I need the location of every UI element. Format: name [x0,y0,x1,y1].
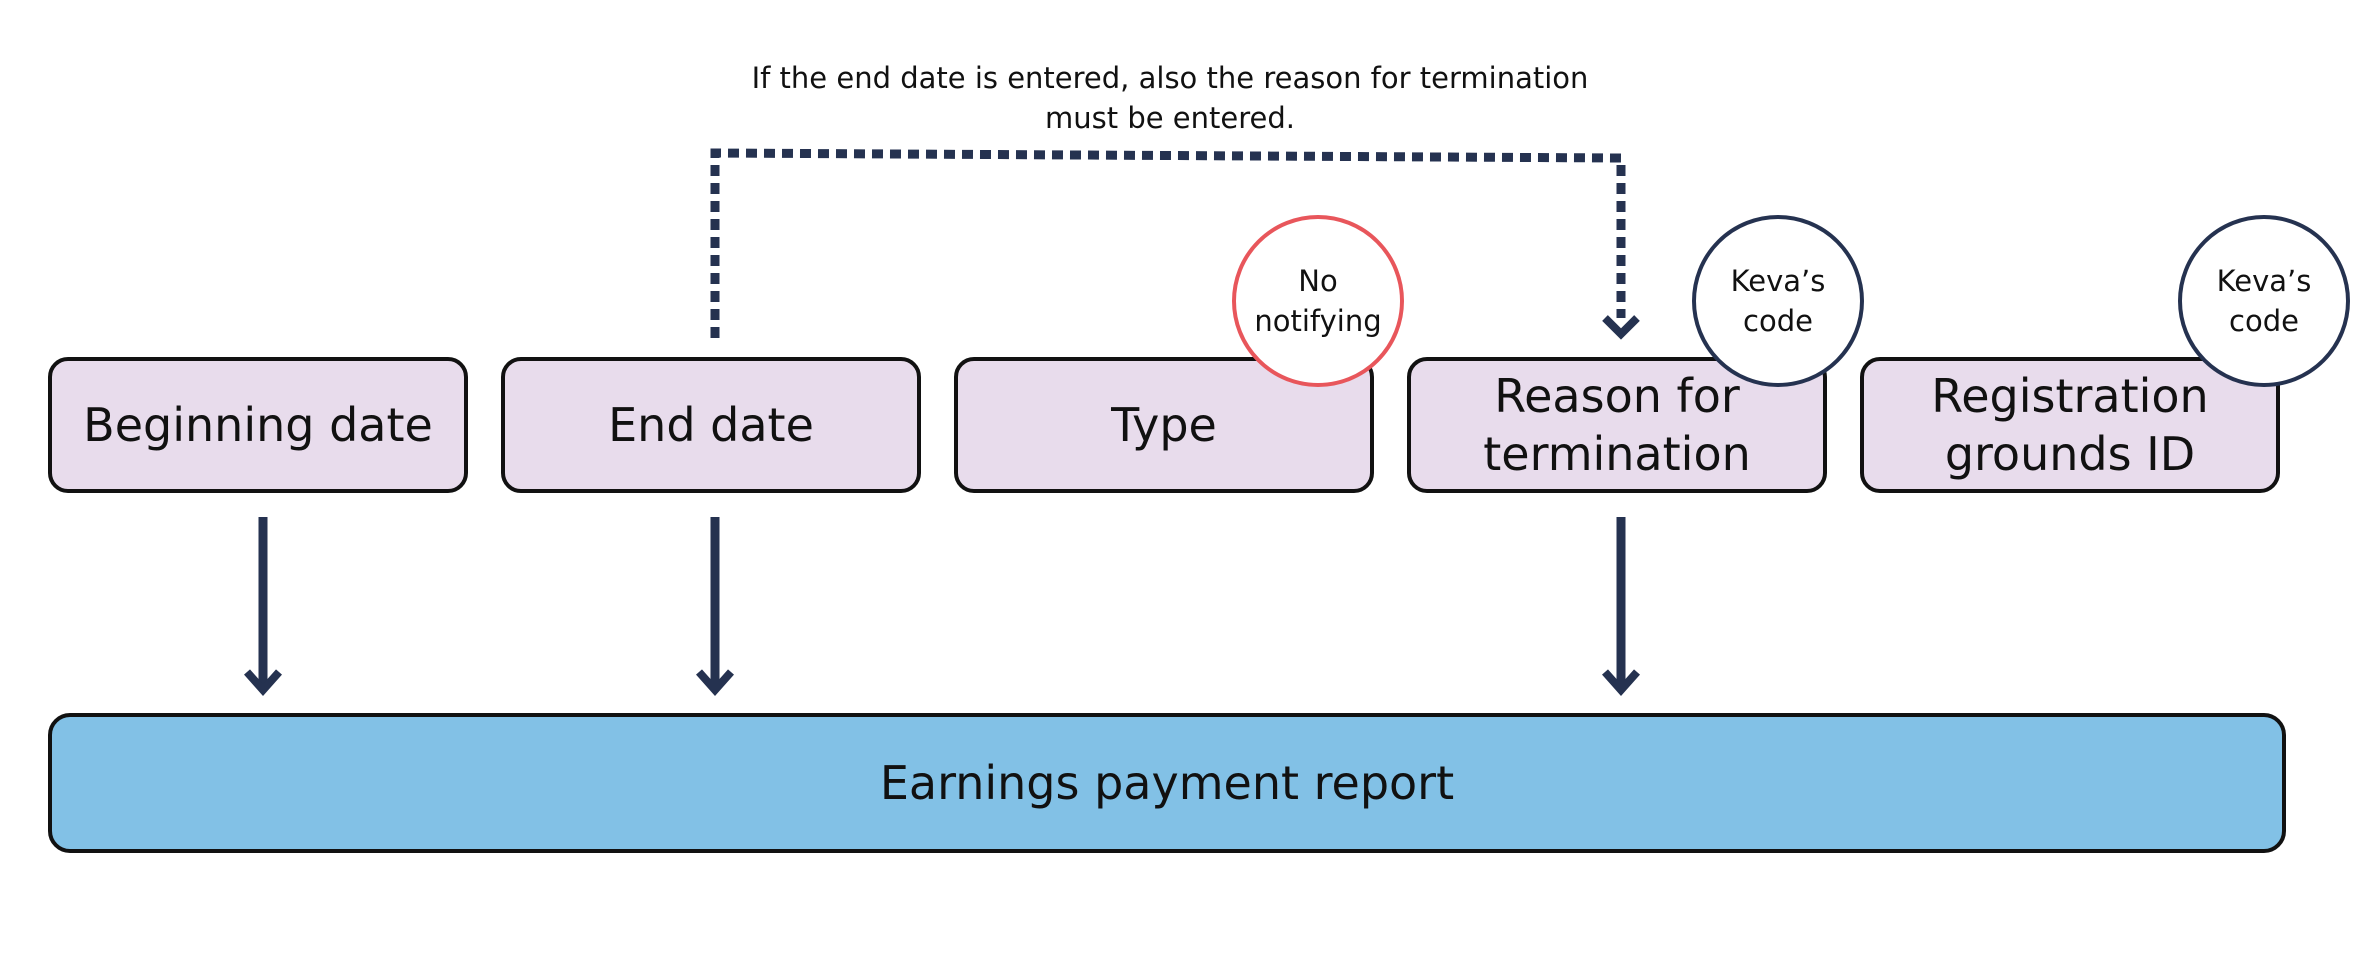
keva-code-badge-reason-line-2: code [1743,304,1813,338]
field-end-date-label: End date [608,398,814,452]
field-reason-label-line-1: Reason for [1494,369,1740,423]
field-end-date: End date [501,357,921,493]
keva-code-badge-reason-line-1: Keva’s [1730,264,1826,298]
keva-code-badge-registration: Keva’s code [2178,215,2350,387]
field-type-label: Type [1111,398,1217,452]
field-registration-grounds-id: Registration grounds ID [1860,357,2280,493]
no-notifying-badge-line-1: No [1298,264,1338,298]
dependency-note: If the end date is entered, also the rea… [690,58,1650,138]
arrowhead-end-date [696,669,734,697]
field-registration-label-line-2: grounds ID [1944,427,2196,481]
keva-code-badge-registration-line-1: Keva’s [2216,264,2312,298]
earnings-payment-report-box: Earnings payment report [48,713,2286,853]
field-beginning-date-label: Beginning date [83,398,433,452]
field-reason-for-termination: Reason for termination [1407,357,1827,493]
field-beginning-date: Beginning date [48,357,468,493]
dependency-arrowhead [1602,315,1640,340]
arrowhead-beginning-date [244,669,282,697]
earnings-payment-report-label: Earnings payment report [879,756,1455,810]
arrowhead-reason [1602,669,1640,697]
keva-code-badge-reason: Keva’s code [1692,215,1864,387]
field-reason-label-line-2: termination [1483,427,1751,481]
no-notifying-badge-line-2: notifying [1254,304,1382,338]
dependency-dashed-connector [710,148,1626,338]
keva-code-badge-registration-line-2: code [2229,304,2299,338]
dependency-note-line-2: must be entered. [1045,101,1295,135]
field-registration-label-line-1: Registration [1931,369,2209,423]
dependency-note-line-1: If the end date is entered, also the rea… [751,61,1589,95]
no-notifying-badge: No notifying [1232,215,1404,387]
